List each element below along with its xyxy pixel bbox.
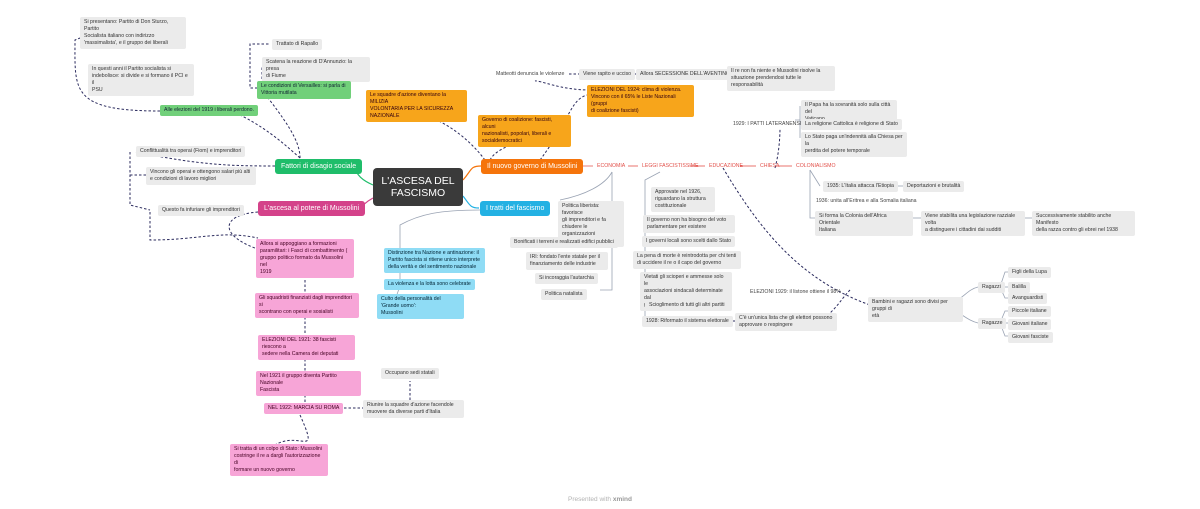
node-milizia[interactable]: Le squadre d'azione diventano la MILIZIA… xyxy=(366,90,467,123)
node-etiopia[interactable]: 1935: L'Italia attacca l'Etiopia xyxy=(823,181,898,193)
node-re[interactable]: Il re non fa niente e Mussolini risolve … xyxy=(727,66,835,92)
node-pnf[interactable]: Nel 1921 il gruppo diventa Partito Nazio… xyxy=(256,371,361,397)
footer-prefix: Presented with xyxy=(568,496,612,503)
node-trattato-rapallo[interactable]: Trattato di Rapallo xyxy=(272,39,323,51)
node-elezioni-1919[interactable]: Alle elezioni del 1919 i liberali perdon… xyxy=(160,105,258,117)
node-piccole-italiane[interactable]: Piccole italiane xyxy=(1008,306,1051,318)
node-matteotti[interactable]: Matteotti denuncia le violenze xyxy=(496,71,565,77)
node-pena-di-morte[interactable]: La pena di morte è reintrodotta per chi … xyxy=(633,251,741,270)
node-elezioni-1921[interactable]: ELEZIONI DEL 1921: 38 fascisti riescono … xyxy=(258,335,355,361)
node-aventino[interactable]: Allora SECESSIONE DELL'AVENTINO xyxy=(636,69,734,81)
node-elezioni-1924[interactable]: ELEZIONI DEL 1924: clima di violenza. Vi… xyxy=(587,85,694,118)
central-topic[interactable]: L'ASCESA DEL FASCISMO xyxy=(373,168,463,206)
node-approvate-1926[interactable]: Approvate nel 1926, riguardano la strutt… xyxy=(651,187,715,213)
node-patti-lateranensi[interactable]: 1929: I PATTI LATERANENSI xyxy=(733,121,802,127)
node-giovani-fasciste[interactable]: Giovani fasciste xyxy=(1008,332,1053,344)
node-avanguardisti[interactable]: Avanguardisti xyxy=(1008,293,1048,305)
node-autarchia[interactable]: Si incoraggia l'autarchia xyxy=(535,273,598,285)
node-elezioni-1929[interactable]: ELEZIONI 1929: il listone ottiene il 98% xyxy=(750,289,841,295)
branch-fattori[interactable]: Fattori di disagio sociale xyxy=(275,159,363,175)
node-culto[interactable]: Culto della personalità del 'Grande uomo… xyxy=(377,294,464,320)
node-bonificati[interactable]: Bonificati i terreni e realizzati edific… xyxy=(510,237,618,249)
node-manifesto-razza[interactable]: Successivamente stabilito anche Manifest… xyxy=(1032,211,1135,237)
node-scioglimento[interactable]: Scioglimento di tutti gli altri partiti xyxy=(645,300,729,312)
node-economia[interactable]: ECONOMIA xyxy=(597,163,626,169)
node-ragazze[interactable]: Ragazze xyxy=(978,318,1007,330)
node-colpo-di-stato[interactable]: Si tratta di un colpo di Stato: Mussolin… xyxy=(230,444,328,477)
node-iri[interactable]: IRI: fondato l'ente statale per il finan… xyxy=(526,252,608,271)
node-balilla[interactable]: Balilla xyxy=(1008,282,1030,294)
node-educazione[interactable]: EDUCAZIONE xyxy=(709,163,744,169)
branch-tratti[interactable]: I tratti del fascismo xyxy=(480,201,551,217)
node-riunire[interactable]: Riunire la squadre d'azione facendole mu… xyxy=(363,400,464,419)
node-riformato-1928[interactable]: 1928: Riformato il sistema elettorale xyxy=(642,316,733,328)
node-giovani-italiane[interactable]: Giovani italiane xyxy=(1008,319,1052,331)
node-figli-della-lupa[interactable]: Figli della Lupa xyxy=(1008,267,1051,279)
node-appoggiano[interactable]: Allora si appoggiano a formazioni parami… xyxy=(256,239,354,279)
node-chiesa[interactable]: CHIESA xyxy=(760,163,780,169)
node-eritrea[interactable]: 1936: unita all'Eritrea e alla Somalia i… xyxy=(816,198,917,204)
node-marcia-su-roma[interactable]: NEL 1922: MARCIA SU ROMA xyxy=(264,403,344,415)
node-occupano[interactable]: Occupano sedi statali xyxy=(381,368,439,380)
node-colonialismo[interactable]: COLONIALISMO xyxy=(796,163,836,169)
node-legislazione-razziale[interactable]: Viene stabilita una legislazione razzial… xyxy=(921,211,1025,237)
footer: Presented with xmind xyxy=(0,496,1200,503)
node-stato-indennita[interactable]: Lo Stato paga un'indennità alla Chiesa p… xyxy=(801,132,907,158)
node-infuriare[interactable]: Questo fa infuriare gli imprenditori xyxy=(158,205,244,217)
node-religione[interactable]: La religione Cattolica è religione di St… xyxy=(801,119,902,131)
footer-brand[interactable]: xmind xyxy=(612,496,632,503)
node-distinzione[interactable]: Distinzione tra Nazione e antinazione: i… xyxy=(384,248,485,274)
node-colonia-aoi[interactable]: Si forma la Colonia dell'Africa Oriental… xyxy=(815,211,913,237)
node-natalista[interactable]: Politica natalista xyxy=(541,289,587,301)
node-ragazzi[interactable]: Ragazzi xyxy=(978,282,1005,294)
node-squadristi[interactable]: Gli squadristi finanziati dagli imprendi… xyxy=(255,293,359,319)
node-leggi-fascistissime[interactable]: LEGGI FASCISTISSIME xyxy=(642,163,699,169)
node-pci[interactable]: In questi anni il Partito socialista si … xyxy=(88,64,194,97)
node-rapito[interactable]: Viene rapito e ucciso xyxy=(579,69,636,81)
node-governi-locali[interactable]: I governi locali sono scelti dallo Stato xyxy=(642,236,736,248)
branch-ascesa[interactable]: L'ascesa al potere di Mussolini xyxy=(258,201,366,217)
node-versailles[interactable]: Le condizioni di Versailles: si parla di… xyxy=(257,81,351,100)
node-presentano[interactable]: Si presentano: Partito di Don Sturzo, Pa… xyxy=(80,17,186,50)
node-non-bisogno[interactable]: Il governo non ha bisogno del voto parla… xyxy=(643,215,735,234)
node-fiume[interactable]: Scatena la reazione di D'Annunzio: la pr… xyxy=(262,57,370,83)
node-unica-lista[interactable]: C'è un'unica lista che gli elettori poss… xyxy=(735,313,837,332)
node-violenza[interactable]: La violenza e la lotta sono celebrate xyxy=(384,279,475,291)
node-coalizione[interactable]: Governo di coalizione: fascisti, alcuni … xyxy=(478,115,571,148)
node-bambini-ragazzi[interactable]: Bambini e ragazzi sono divisi per gruppi… xyxy=(868,297,963,323)
branch-governo[interactable]: Il nuovo governo di Mussolini xyxy=(481,159,584,175)
node-vincono[interactable]: Vincono gli operai e ottengono salari pi… xyxy=(146,167,256,186)
node-conflittualita[interactable]: Conflittualità tra operai (Fiom) e impre… xyxy=(136,146,246,158)
node-deportazioni[interactable]: Deportazioni e brutalità xyxy=(903,181,965,193)
